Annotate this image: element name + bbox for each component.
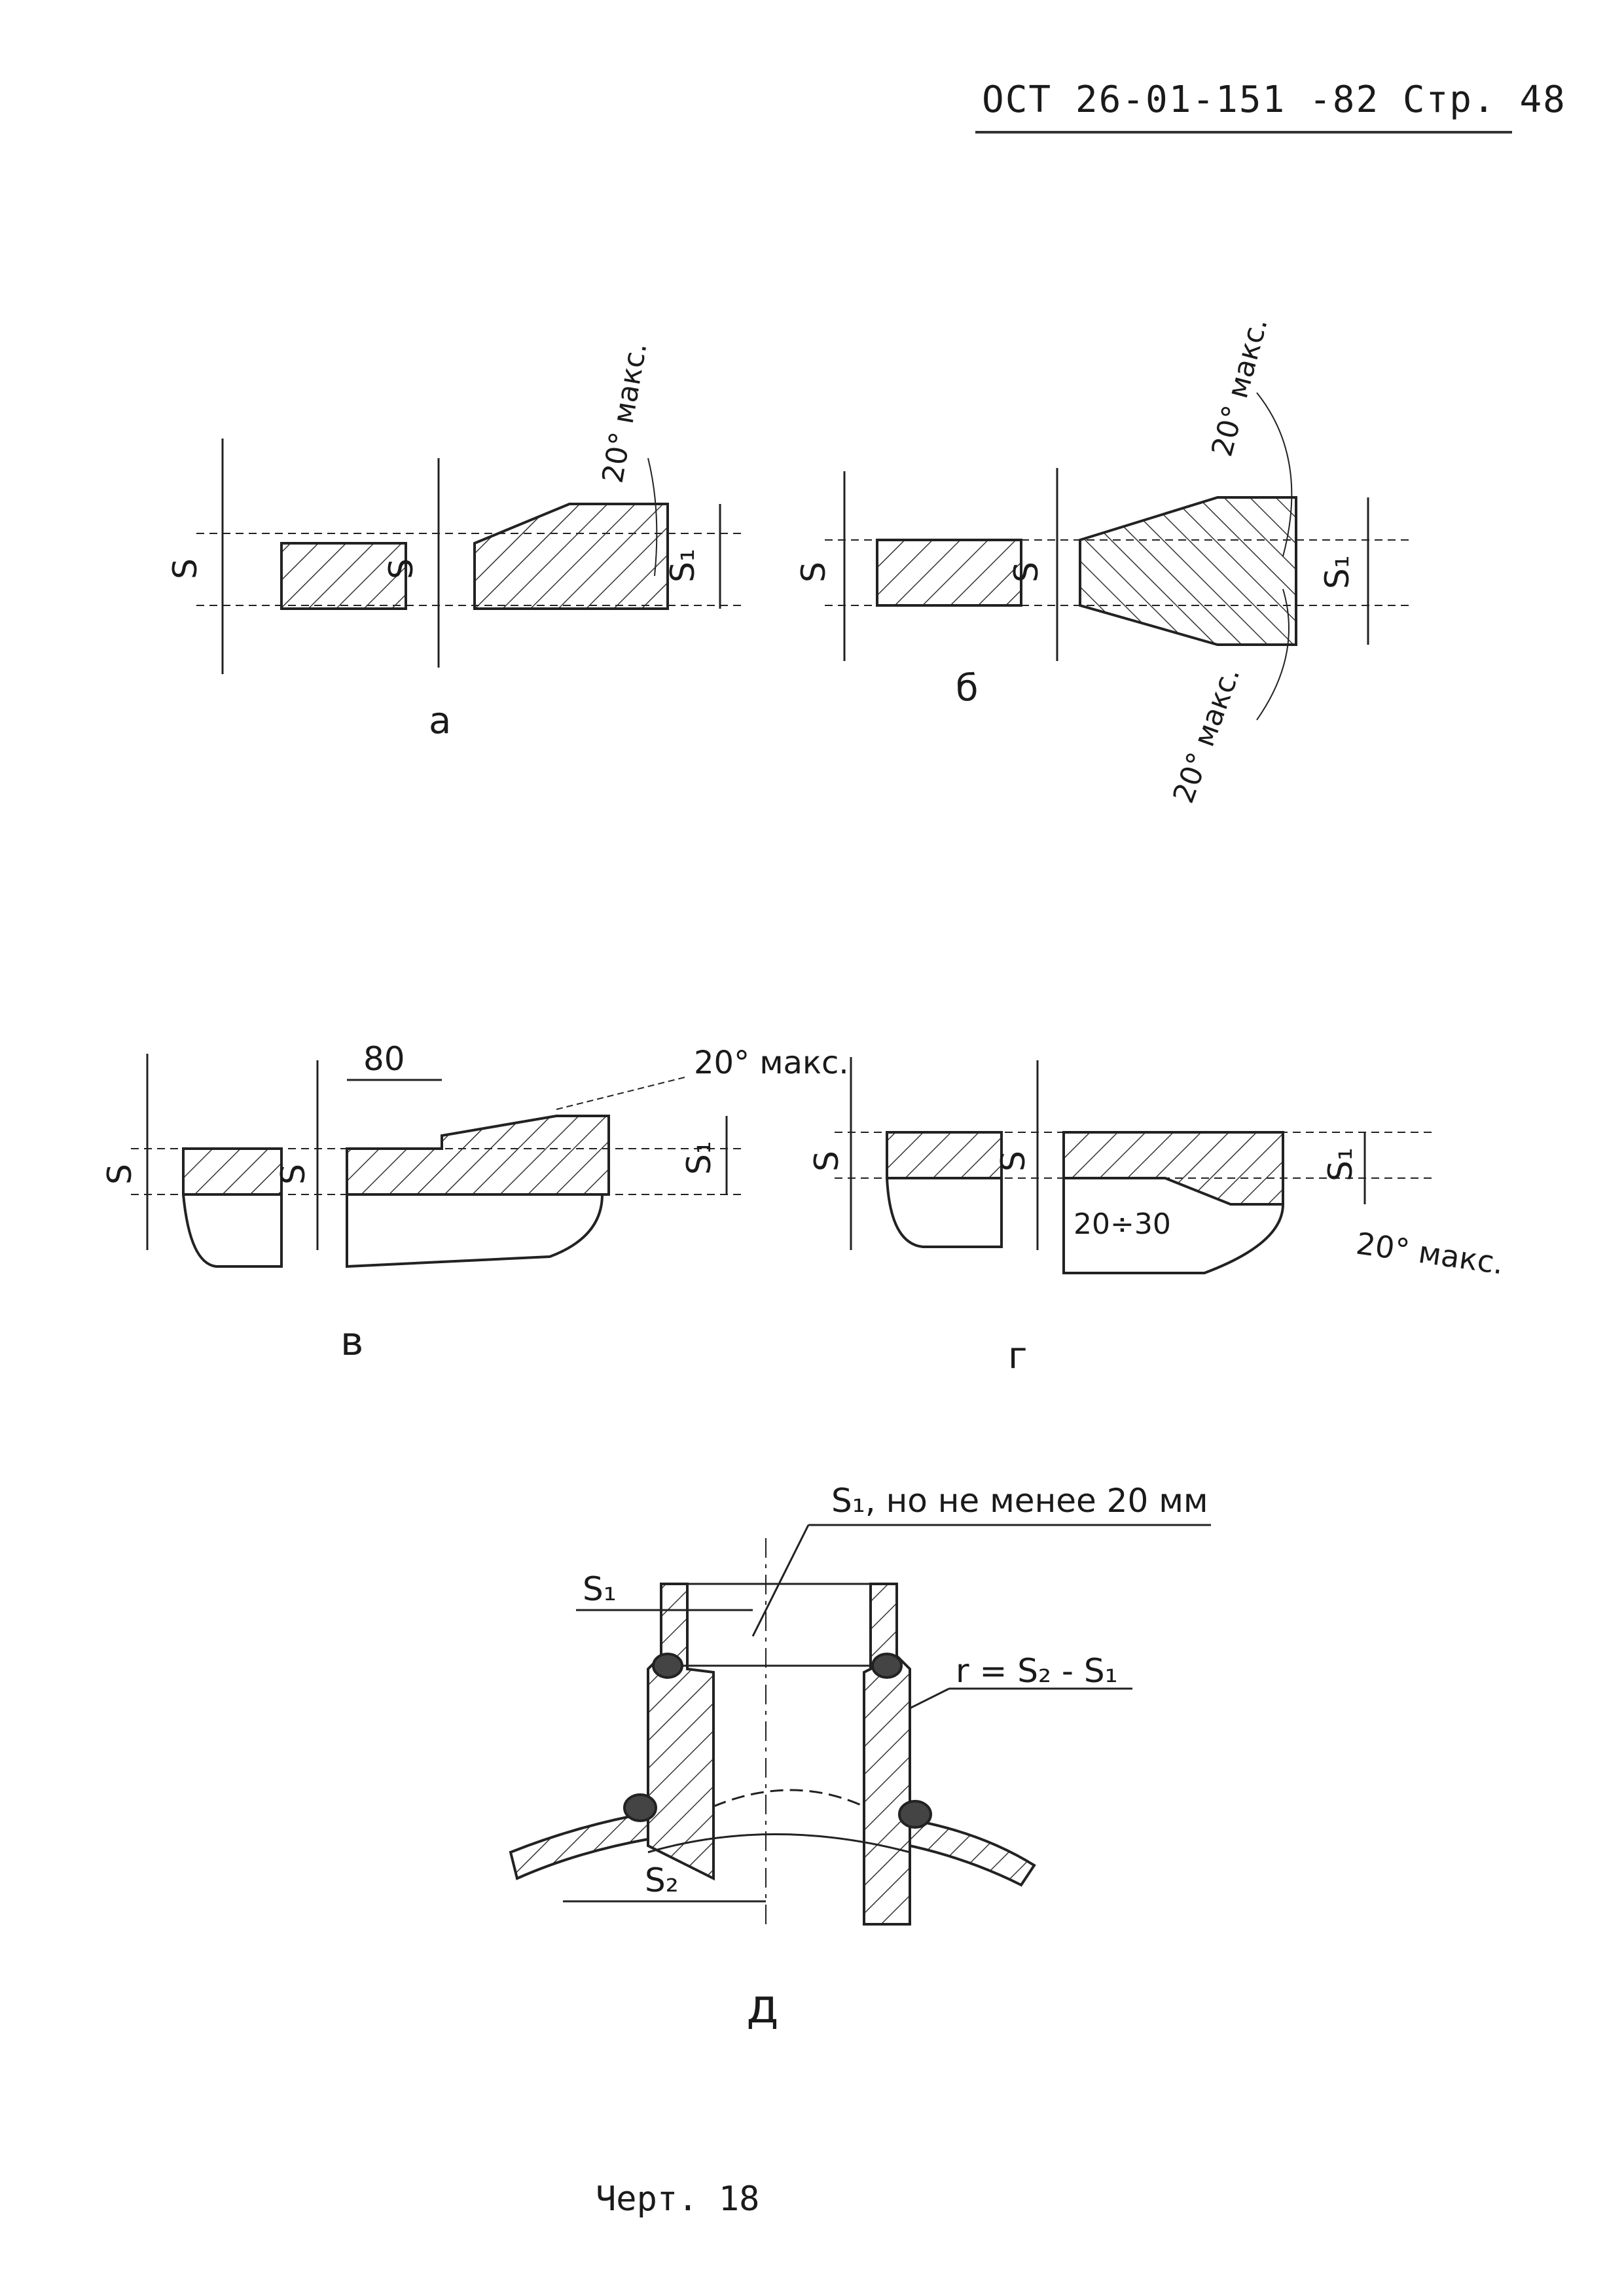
fig-v-s1: S₁ [680,1141,718,1175]
shell-right [909,1818,1036,1887]
figure-v [131,1054,746,1268]
header-underline [975,131,1512,134]
drawing-caption: Черт. 18 [596,2179,760,2219]
fig-b-label: б [956,667,979,709]
angle-arc-bottom [1256,588,1290,721]
fig-v-s-right: S [274,1164,312,1185]
fig-d-label: д [746,1979,779,2034]
part-thin [280,542,407,610]
part-thin [876,539,1022,607]
figure-a [196,439,746,674]
fig-a-label: а [429,700,451,742]
part-thin-outline [886,1177,1003,1248]
leader-formula [909,1687,950,1710]
part-thick [346,1115,610,1196]
fig-g-s1: S₁ [1322,1147,1360,1181]
nozzle-wall-left [647,1583,715,1881]
weld-right-top [871,1653,903,1679]
fig-g-s-left: S [808,1151,846,1172]
fig-a-s1: S₁ [664,548,702,583]
fig-a-s-right: S [382,558,420,579]
fig-v-angle: 20° макс. [694,1045,849,1081]
angle-arc [647,457,658,577]
fig-b-angle-top: 20° макс. [1205,314,1274,460]
fig-a-s-left: S [166,558,204,579]
part-thick [1062,1131,1284,1206]
weld-left-shell [623,1793,657,1822]
weld-left-top [652,1653,683,1679]
figure-d [509,1524,1211,1926]
part-thin [182,1147,283,1196]
fig-b-angle-bottom: 20° макс. [1166,663,1246,808]
fig-v-label: в [340,1319,363,1365]
fig-v-s-left: S [101,1164,139,1185]
nozzle-wall-right [863,1583,911,1926]
angle-arc-top [1256,392,1293,557]
figure-g [835,1057,1434,1274]
leader-s1-note [751,1524,810,1637]
part-thick [473,503,669,610]
part-thick-outline [346,1194,604,1268]
figure-b [825,392,1414,721]
fig-d-note-s1: S₁, но не менее 20 мм [831,1482,1208,1520]
fig-b-s-left: S [795,562,833,583]
part-thin [886,1131,1003,1179]
fig-d-s2: S₂ [645,1861,679,1899]
shell-inner-dashed [713,1789,865,1808]
fig-g-length: 20÷30 [1074,1208,1171,1241]
fig-b-s1: S₁ [1318,555,1356,589]
fig-d-formula: r = S₂ - S₁ [956,1652,1118,1690]
shell-left [509,1811,649,1880]
part-thin-outline [182,1194,283,1268]
weld-right-shell [898,1800,932,1829]
shell-inner-line [647,1833,911,1854]
doc-code: ОСТ 26-01-151 -82 [982,79,1380,121]
fig-g-angle: 20° макс. [1354,1225,1506,1281]
fig-b-s-right: S [1007,562,1045,583]
fig-v-length: 80 [363,1040,405,1078]
fig-g-s-right: S [994,1151,1032,1172]
page-label: Стр. 48 [1402,79,1566,121]
fig-g-label: г [1008,1335,1027,1377]
fig-d-s1: S₁ [583,1570,617,1608]
part-thick [1079,496,1297,646]
fig-a-angle: 20° макс. [596,340,654,485]
page-header: ОСТ 26-01-151 -82 Стр. 48 [982,79,1566,121]
angle-leader [556,1076,688,1110]
part-thick-outline [1062,1178,1284,1274]
